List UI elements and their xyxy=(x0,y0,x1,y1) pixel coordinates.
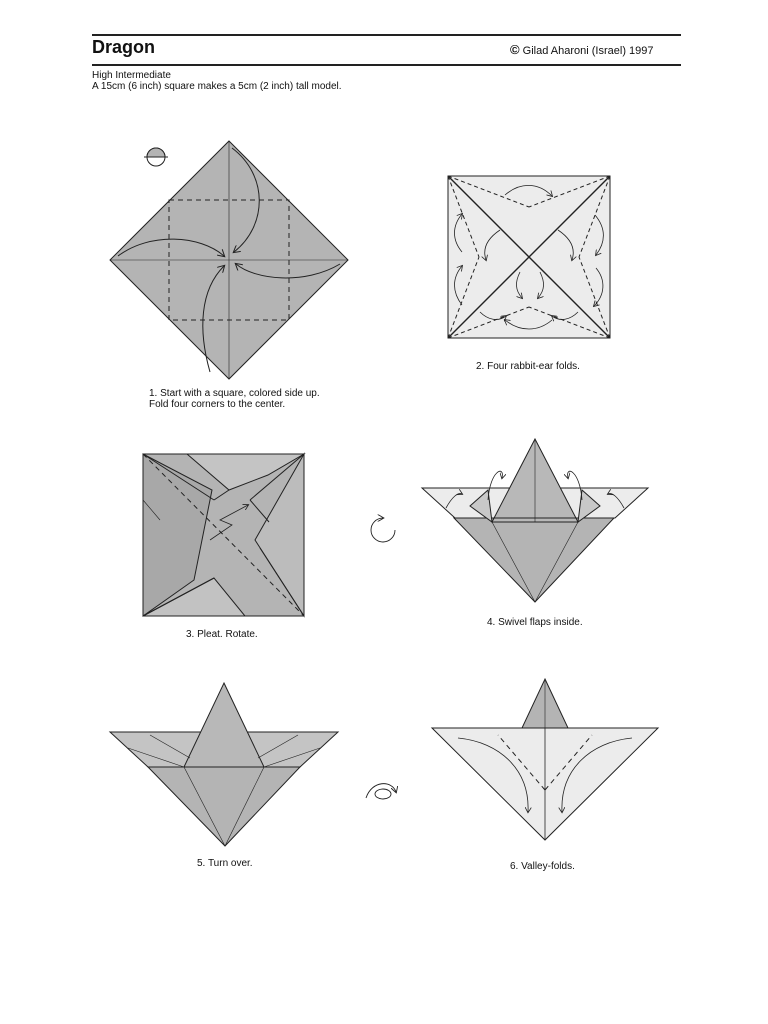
step-1-diagram xyxy=(109,140,349,380)
header-top-rule xyxy=(92,34,681,36)
step-6-caption: 6. Valley-folds. xyxy=(510,861,575,872)
step-2-caption: 2. Four rabbit-ear folds. xyxy=(476,361,580,372)
difficulty-level: High Intermediate xyxy=(92,70,171,81)
step-4-diagram xyxy=(420,437,650,603)
copyright-icon: © xyxy=(510,42,520,57)
step-3-caption: 3. Pleat. Rotate. xyxy=(186,629,258,640)
size-note: A 15cm (6 inch) square makes a 5cm (2 in… xyxy=(92,81,342,92)
step-3-diagram xyxy=(142,452,306,618)
turn-over-icon xyxy=(365,783,396,800)
step-5-diagram xyxy=(108,681,340,847)
rotate-icon xyxy=(370,518,396,543)
header-bottom-rule xyxy=(92,64,681,66)
step-2-diagram xyxy=(447,175,611,339)
copyright-line: © Gilad Aharoni (Israel) 1997 xyxy=(510,42,654,57)
step-1-caption-line-1: 1. Start with a square, colored side up. xyxy=(149,388,320,399)
step-5-caption: 5. Turn over. xyxy=(197,858,253,869)
colored-side-icon xyxy=(144,147,168,167)
step-6-diagram xyxy=(430,677,660,841)
step-1-caption: 1. Start with a square, colored side up.… xyxy=(149,388,320,410)
page-title: Dragon xyxy=(92,37,155,57)
copyright-text: Gilad Aharoni (Israel) 1997 xyxy=(522,45,654,57)
step-1-caption-line-2: Fold four corners to the center. xyxy=(149,399,286,410)
step-4-caption: 4. Swivel flaps inside. xyxy=(487,617,583,628)
